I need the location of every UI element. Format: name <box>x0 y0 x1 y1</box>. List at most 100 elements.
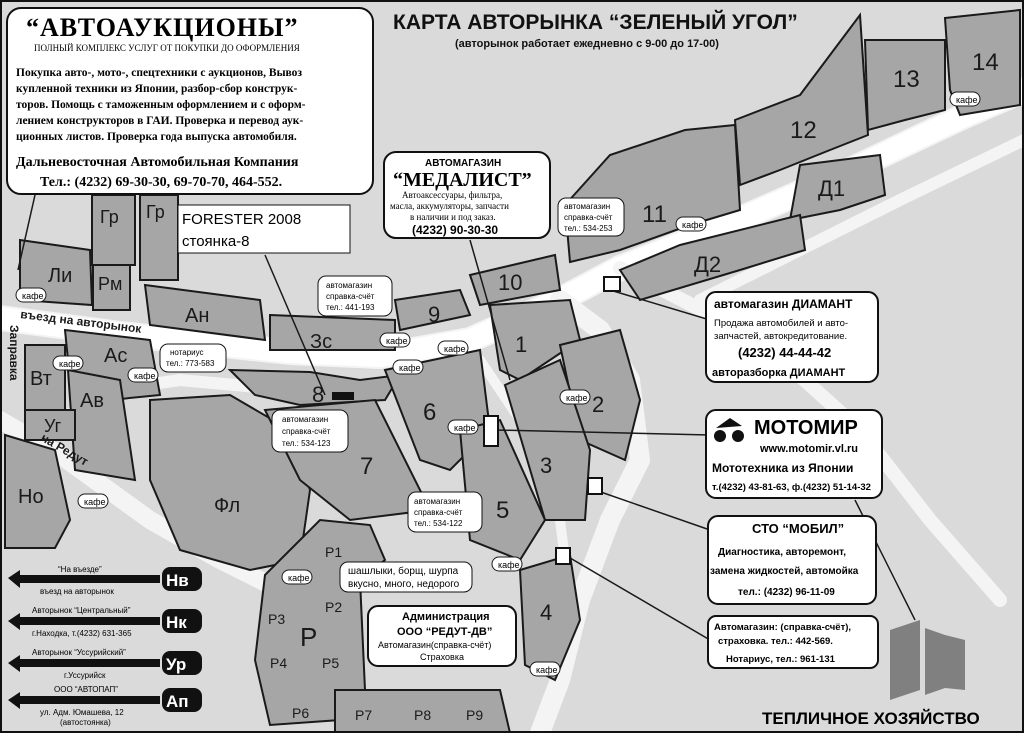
ad-diamant-title: автомагазин ДИАМАНТ <box>714 297 853 311</box>
zone-label-d1: Д1 <box>818 176 845 201</box>
zone-1[interactable] <box>488 298 582 382</box>
svg-text:автомагазин: автомагазин <box>564 202 610 211</box>
svg-text:Авторынок “Центральный”: Авторынок “Центральный” <box>32 606 131 615</box>
zone-d1[interactable] <box>788 153 887 222</box>
zone-no[interactable] <box>4 433 72 549</box>
svg-text:кафе: кафе <box>399 363 421 373</box>
ad-services: Автомагазин: (справка-счёт), страховка. … <box>707 615 879 669</box>
zone-3-marker <box>483 415 499 447</box>
svg-text:Нотариус, тел.: 961-131: Нотариус, тел.: 961-131 <box>726 654 836 665</box>
cafe-marker[interactable]: кафе <box>529 661 561 677</box>
zone-label-4: 4 <box>540 600 552 625</box>
direction-nv[interactable]: “На въезде” въезд на авторынок Нв <box>8 565 202 596</box>
svg-text:кафе: кафе <box>84 497 106 507</box>
zones <box>4 8 1021 733</box>
zone-label-fl: Фл <box>214 495 240 517</box>
zone-label-p4: Р4 <box>270 655 287 671</box>
zone-label-av: Ав <box>80 390 104 412</box>
svg-text:тел.: 534-253: тел.: 534-253 <box>564 224 613 233</box>
zone-d2[interactable] <box>618 213 807 302</box>
ad-medalist-label: АВТОМАГАЗИН <box>425 158 501 169</box>
zone-label-p5: Р5 <box>322 655 339 671</box>
svg-text:справка-счёт: справка-счёт <box>326 292 375 301</box>
map-title: КАРТА АВТОРЫНКА “ЗЕЛЕНЫЙ УГОЛ” <box>393 10 798 34</box>
zone-ug[interactable] <box>24 409 76 441</box>
svg-text:въезд на авторынок: въезд на авторынок <box>40 587 114 596</box>
svg-text:кафе: кафе <box>444 344 466 354</box>
zone-9[interactable] <box>393 288 472 332</box>
cafe-marker[interactable]: кафе <box>559 389 591 405</box>
forester-note: FORESTER 2008 стоянка-8 <box>177 204 351 254</box>
zone-zs[interactable] <box>269 313 396 351</box>
svg-text:тел.: 534-123: тел.: 534-123 <box>282 439 331 448</box>
zone-label-rm: Рм <box>98 274 122 294</box>
direction-ur[interactable]: Авторынок “Уссурийский” г.Уссурийск Ур <box>8 648 202 680</box>
zone-p7-9[interactable] <box>334 689 512 733</box>
cafe-marker[interactable]: кафе <box>949 91 981 107</box>
svg-text:(автостоянка): (автостоянка) <box>60 718 111 727</box>
cafe-marker[interactable]: кафе <box>379 332 411 348</box>
ad-autoauction-title: “АВТОАУКЦИОНЫ” <box>26 13 299 42</box>
map-subtitle: (авторынок работает ежедневно с 9-00 до … <box>455 38 719 50</box>
direction-ap[interactable]: ООО “АВТОПАП” ул. Адм. Юмашева, 12 (авто… <box>8 685 202 727</box>
svg-text:кафе: кафе <box>956 95 978 105</box>
svg-text:кафе: кафе <box>682 220 704 230</box>
svg-text:автомагазин: автомагазин <box>326 281 372 290</box>
cafe-marker[interactable]: кафе <box>127 367 159 383</box>
zone-10[interactable] <box>468 253 562 307</box>
ad-autoauction-line: лением конструкторов в ГАИ. Проверка и п… <box>16 115 303 127</box>
svg-text:страховка. тел.: 442-569.: страховка. тел.: 442-569. <box>718 636 833 647</box>
svg-text:справка-счёт: справка-счёт <box>564 213 613 222</box>
zone-4-marker <box>555 547 571 565</box>
cafe-marker[interactable]: кафе <box>675 216 707 232</box>
zone-label-an: Ан <box>185 305 209 327</box>
cafe-marker[interactable]: кафе <box>447 419 479 435</box>
zone-label-gr2: Гр <box>146 202 165 222</box>
zone-8-marker <box>332 392 354 400</box>
zone-gr1[interactable] <box>91 194 136 266</box>
ad-motomir: МОТОМИР www.motomir.vl.ru Мототехника из… <box>705 409 883 499</box>
ad-autoauction-line: торов. Помощь с таможенным оформлением и… <box>16 99 306 111</box>
cafe-marker[interactable]: кафе <box>491 556 523 572</box>
cafe-marker[interactable]: кафе <box>392 359 424 375</box>
ad-medalist-line: масла, аккумуляторы, запчасти <box>390 201 509 211</box>
zone-an[interactable] <box>143 283 267 342</box>
svg-text:тел.: 534-122: тел.: 534-122 <box>414 519 463 528</box>
ad-medalist: АВТОМАГАЗИН “МЕДАЛИСТ” Автоаксессуары, ф… <box>383 151 551 239</box>
zone-14[interactable] <box>943 8 1021 117</box>
ad-autoauction-company: Дальневосточная Автомобильная Компания <box>16 155 299 170</box>
zone-label-p3: Р3 <box>268 611 285 627</box>
forester-note-line2: стоянка-8 <box>182 233 250 250</box>
ad-admin-line: Страховка <box>420 652 464 662</box>
cafe-marker[interactable]: кафе <box>281 569 313 585</box>
label-notary: нотариус тел.: 773-583 <box>159 343 227 373</box>
svg-text:кафе: кафе <box>566 393 588 403</box>
cafe-marker[interactable]: кафе <box>15 287 47 303</box>
cafe-marker[interactable]: кафе <box>77 493 109 509</box>
zone-3-marker-2 <box>587 477 603 495</box>
cafe-marker[interactable]: кафе <box>52 355 84 371</box>
ad-motomir-url: www.motomir.vl.ru <box>759 443 858 455</box>
zone-label-p8: Р8 <box>414 707 431 723</box>
d2-marker <box>603 276 621 292</box>
zone-12[interactable] <box>733 12 870 187</box>
zone-label-p: Р <box>300 622 317 652</box>
ad-autoauction-line: Покупка авто-, мото-, спецтехники с аукц… <box>16 67 302 79</box>
svg-text:тел.: 773-583: тел.: 773-583 <box>166 359 215 368</box>
svg-text:справка-счёт: справка-счёт <box>414 508 463 517</box>
road-label-zapravka: Заправка <box>7 325 21 381</box>
ad-motomir-tagline: Мототехника из Японии <box>712 461 853 475</box>
cafe-marker[interactable]: кафе <box>437 340 469 356</box>
zone-label-11: 11 <box>642 201 667 228</box>
directions-legend: “На въезде” въезд на авторынок Нв Авторы… <box>8 565 202 727</box>
ad-motomir-title: МОТОМИР <box>754 417 858 439</box>
direction-nk[interactable]: Авторынок “Центральный” г.Находка, т.(42… <box>8 606 202 638</box>
zone-label-6: 6 <box>423 399 436 426</box>
bottom-right-label: ТЕПЛИЧНОЕ ХОЗЯЙСТВО <box>762 709 980 728</box>
zone-label-vt: Вт <box>30 368 52 390</box>
ad-autoauction-line: ционных листов. Проверка года выпуска ав… <box>16 131 297 143</box>
label-shop-534-253: автомагазин справка-счёт тел.: 534-253 <box>557 197 625 237</box>
zone-label-p9: Р9 <box>466 707 483 723</box>
svg-text:Ур: Ур <box>166 655 186 674</box>
